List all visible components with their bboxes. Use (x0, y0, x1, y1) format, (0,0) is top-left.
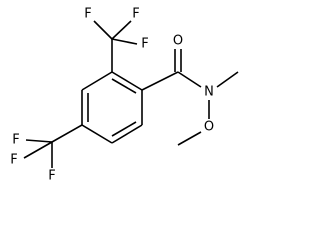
ring-double-bond-c1-c2 (111, 78, 137, 94)
cf3-group-lower: F F F (10, 124, 83, 184)
molecule-diagram: F F F F F F O N O (10, 7, 239, 184)
bond-c-f-top-right (111, 20, 132, 40)
atom-f-bottom-top: F (12, 133, 19, 148)
atom-f-top-mid: F (141, 37, 148, 52)
bond-c-f-top-left (93, 20, 113, 40)
bond-c-f-top-mid (111, 38, 138, 45)
ring-bond-c4-c5 (81, 124, 113, 144)
weinreb-amide-group: O N O (141, 34, 239, 146)
atom-f-top-right: F (132, 7, 139, 22)
bond-o-to-methyl (177, 131, 202, 146)
atom-f-top-left: F (84, 7, 91, 22)
bond-ring-to-cf3-lower (51, 124, 83, 143)
cf3-group-upper: F F F (84, 7, 149, 72)
bond-c-f-bottom-left (23, 141, 53, 159)
atom-o-methoxy: O (204, 120, 214, 135)
atom-n-amide: N (204, 85, 214, 100)
bond-ring-to-carbonyl (141, 71, 179, 91)
bond-carbonyl-to-n (177, 71, 202, 88)
ring-double-bond-c5-c6 (111, 121, 137, 137)
bond-c-f-bottom-top (25, 139, 53, 143)
ring-bond-c2-c3 (81, 71, 113, 91)
ring-bond-c1-c2 (111, 71, 143, 91)
ring-bond-c5-c6 (111, 124, 143, 144)
benzene-ring (81, 71, 143, 144)
atom-f-bottom-mid: F (48, 169, 55, 184)
bond-n-to-methyl (216, 71, 239, 88)
atom-f-bottom-left: F (10, 153, 17, 168)
atom-o-carbonyl: O (173, 34, 183, 49)
